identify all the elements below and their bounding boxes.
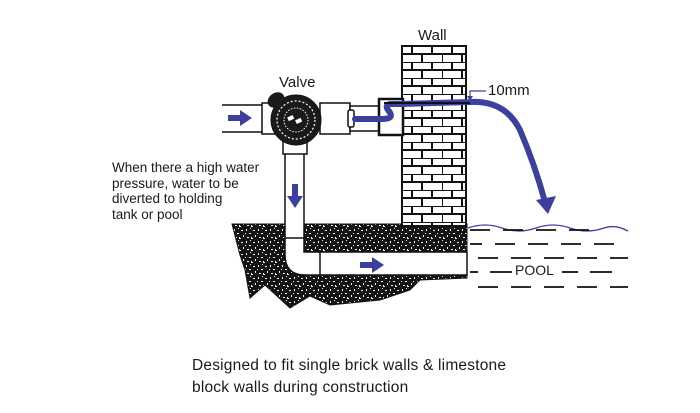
brick-wall — [401, 45, 467, 227]
pool-water-lines — [470, 229, 628, 288]
gap-label: 10mm — [488, 82, 530, 99]
arrow-down-icon — [536, 196, 556, 214]
water-surface — [467, 224, 629, 232]
note-line: When there a high water — [112, 160, 260, 175]
pressure-note: When there a high water pressure, water … — [112, 160, 259, 222]
wall-label: Wall — [418, 27, 447, 44]
arrow-right-icon — [228, 110, 252, 126]
note-line: tank or pool — [112, 206, 183, 222]
caption: Designed to fit single brick walls & lim… — [192, 355, 506, 399]
arrow-right-icon — [360, 257, 384, 273]
valve — [267, 92, 322, 146]
caption-line: Designed to fit single brick walls & lim… — [192, 357, 507, 374]
valve-label: Valve — [279, 74, 316, 91]
gap-dimension-marker — [469, 90, 486, 99]
pool-label: POOL — [514, 262, 555, 278]
note-line: pressure, water to be — [112, 175, 239, 191]
underground-pipe — [284, 149, 468, 276]
arrow-down-icon — [287, 184, 303, 208]
caption-line: block walls during construction — [192, 379, 409, 396]
note-line: diverted to holding — [112, 191, 223, 206]
